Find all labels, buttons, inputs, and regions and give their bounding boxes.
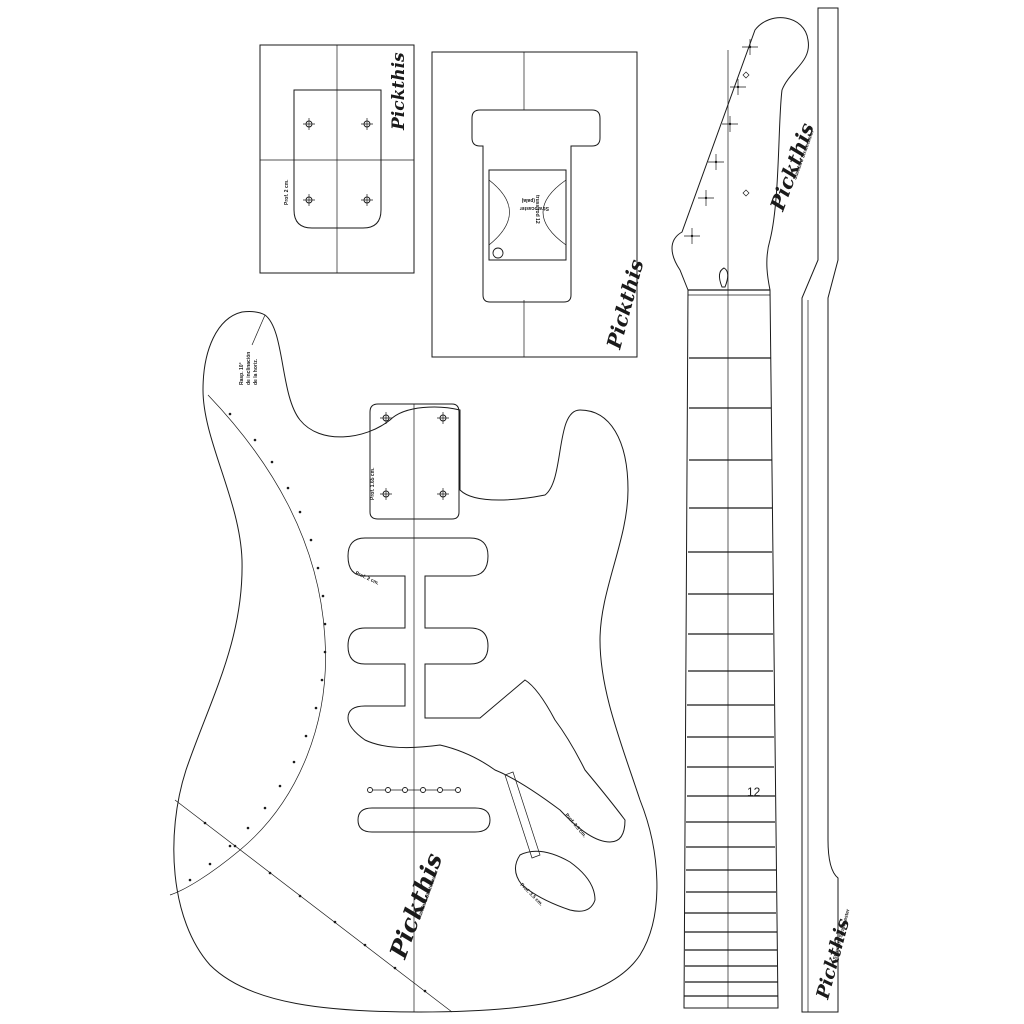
arm-contour-dots [188, 412, 327, 882]
control-depth-label: Prof. 3.5 cm. [563, 812, 587, 839]
svg-text:de la horiz.: de la horiz. [253, 358, 259, 385]
svg-text:(pala): (pala) [521, 197, 535, 203]
headstock-template-labels: Stratocaster (pala) [520, 197, 549, 211]
brand-logo: Pickthis [389, 52, 409, 131]
fret-12-label: 12 [747, 785, 761, 799]
pickup-depth-label: Prof. 2 cm. [354, 570, 380, 586]
tuner-hole-markers [684, 39, 758, 244]
jack-depth-label: Prof. 3.5 cm. [519, 882, 545, 908]
bevel-line [174, 799, 453, 1013]
arm-contour-line [169, 394, 326, 896]
neck-pocket: Prof. 1.65 cm. [369, 403, 460, 520]
guitar-body: Prof. 1.65 cm. Prof. 2 cm. Prof. 3.5 cm.… [169, 310, 658, 1013]
truss-rod-template: Stratocaster (pala) truss rod 12 Pickthi… [431, 51, 648, 358]
screw-hole-markers [303, 118, 373, 206]
neck-side-profile: Pickthis Standard Stratocaster [801, 7, 854, 1013]
output-jack-route [515, 850, 596, 912]
svg-text:Rasp. 10°: Rasp. 10° [239, 362, 245, 385]
svg-text:de inclinación: de inclinación [246, 352, 252, 385]
pickup-route [347, 537, 626, 843]
frets [684, 357, 778, 997]
brand-logo: Pickthis [383, 849, 448, 963]
svg-text:Stratocaster: Stratocaster [520, 205, 549, 211]
neck-plate-depth-label: Prof. 2 cm. [284, 179, 290, 205]
neck-plate-template: Prof. 2 cm. Pickthis [259, 44, 415, 274]
guitar-neck: 12 Pickthis Standard Stratocaster [671, 17, 819, 1009]
truss-rod-label: truss rod 12 [534, 195, 540, 224]
truss-rod-access [718, 267, 729, 288]
brand-logo: Pickthis [601, 257, 648, 352]
neck-pocket-depth-label: Prof. 1.65 cm. [370, 467, 376, 500]
jack-channel [504, 771, 541, 859]
bridge-string-holes [367, 787, 461, 793]
tremolo-route [357, 807, 491, 833]
arm-bevel-note: Rasp. 10° de inclinación de la horiz. [239, 352, 259, 385]
